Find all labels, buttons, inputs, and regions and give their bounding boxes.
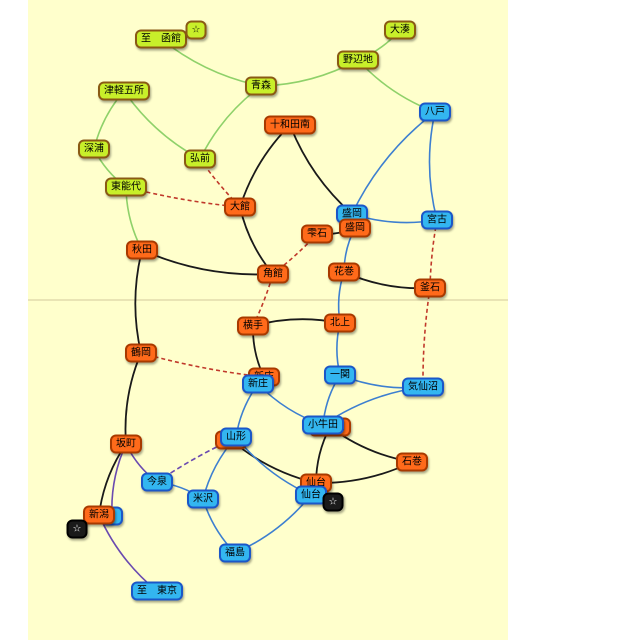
station-node-yokote[interactable]: 横手 (237, 316, 269, 336)
station-node-odate[interactable]: 大館 (224, 197, 256, 217)
station-node-shinjo[interactable]: 新庄 (242, 374, 274, 394)
station-node-to_hakodate[interactable]: 至 函館 (135, 29, 187, 49)
station-node-ishinomaki[interactable]: 石巻 (396, 452, 428, 472)
route-edge-aomori-hirosaki (199, 85, 262, 160)
station-node-ominato[interactable]: 大湊 (384, 20, 416, 40)
route-edge-kamaishi-kesennuma (422, 287, 431, 388)
station-node-noheji[interactable]: 野辺地 (337, 50, 379, 70)
station-node-fukushima[interactable]: 福島 (219, 543, 251, 563)
station-node-morioka[interactable]: 盛岡 (339, 218, 371, 238)
station-node-hachinohe[interactable]: 八戸 (419, 102, 451, 122)
station-node-sakamachi[interactable]: 坂町 (110, 434, 142, 454)
station-node-kakunodate[interactable]: 角館 (257, 264, 289, 284)
route-edge-hachinohe-morioka_blue (351, 111, 436, 215)
station-node-kamaishi[interactable]: 釜石 (414, 278, 446, 298)
station-node-imaizumi[interactable]: 今泉 (141, 472, 173, 492)
route-edge-kakunodate-shizukuishi (272, 233, 318, 275)
station-node-star_sendai[interactable]: ☆ (322, 492, 344, 512)
station-node-yamagata_b[interactable]: 山形 (220, 427, 252, 447)
station-node-kogota[interactable]: 小牛田 (302, 415, 344, 435)
station-node-niigata[interactable]: 新潟 (83, 505, 115, 525)
station-node-star_top[interactable]: ☆ (185, 20, 207, 40)
station-node-akita[interactable]: 秋田 (126, 240, 158, 260)
route-edge-towada_minami-odate (239, 124, 291, 208)
station-node-yonezawa[interactable]: 米沢 (187, 489, 219, 509)
station-node-higashi_noshiro[interactable]: 東能代 (105, 177, 147, 197)
station-node-ichinoseki[interactable]: 一関 (324, 365, 356, 385)
route-edge-hachinohe-miyako (428, 111, 438, 221)
route-edge-akita-kakunodate (141, 249, 274, 276)
route-edge-towada_minami-morioka_blue (289, 124, 353, 215)
station-node-tsugaru_goshogawara[interactable]: 津軽五所 (98, 81, 150, 101)
station-node-shizukuishi[interactable]: 雫石 (301, 224, 333, 244)
station-node-star_niigata[interactable]: ☆ (66, 519, 88, 539)
canvas-divider (28, 299, 508, 301)
station-node-hanamaki[interactable]: 花巻 (328, 262, 360, 282)
route-edge-akita-tsuruoka (134, 249, 143, 354)
route-edge-tsuruoka-shinjo_o (140, 352, 265, 378)
station-node-fukaura[interactable]: 深浦 (78, 139, 110, 159)
route-edge-niigata-to_tokyo (98, 514, 158, 592)
station-node-kesennuma[interactable]: 気仙沼 (402, 377, 444, 397)
route-edge-higashi_noshiro-odate (125, 186, 241, 208)
station-node-aomori[interactable]: 青森 (245, 76, 277, 96)
route-edge-tsuruoka-sakamachi (124, 352, 142, 445)
station-node-miyako[interactable]: 宮古 (421, 210, 453, 230)
station-node-hirosaki[interactable]: 弘前 (184, 149, 216, 169)
station-node-towada_minami[interactable]: 十和田南 (264, 115, 316, 135)
station-node-kitakami[interactable]: 北上 (324, 313, 356, 333)
station-node-tsuruoka[interactable]: 鶴岡 (125, 343, 157, 363)
station-node-to_tokyo[interactable]: 至 東京 (131, 581, 183, 601)
